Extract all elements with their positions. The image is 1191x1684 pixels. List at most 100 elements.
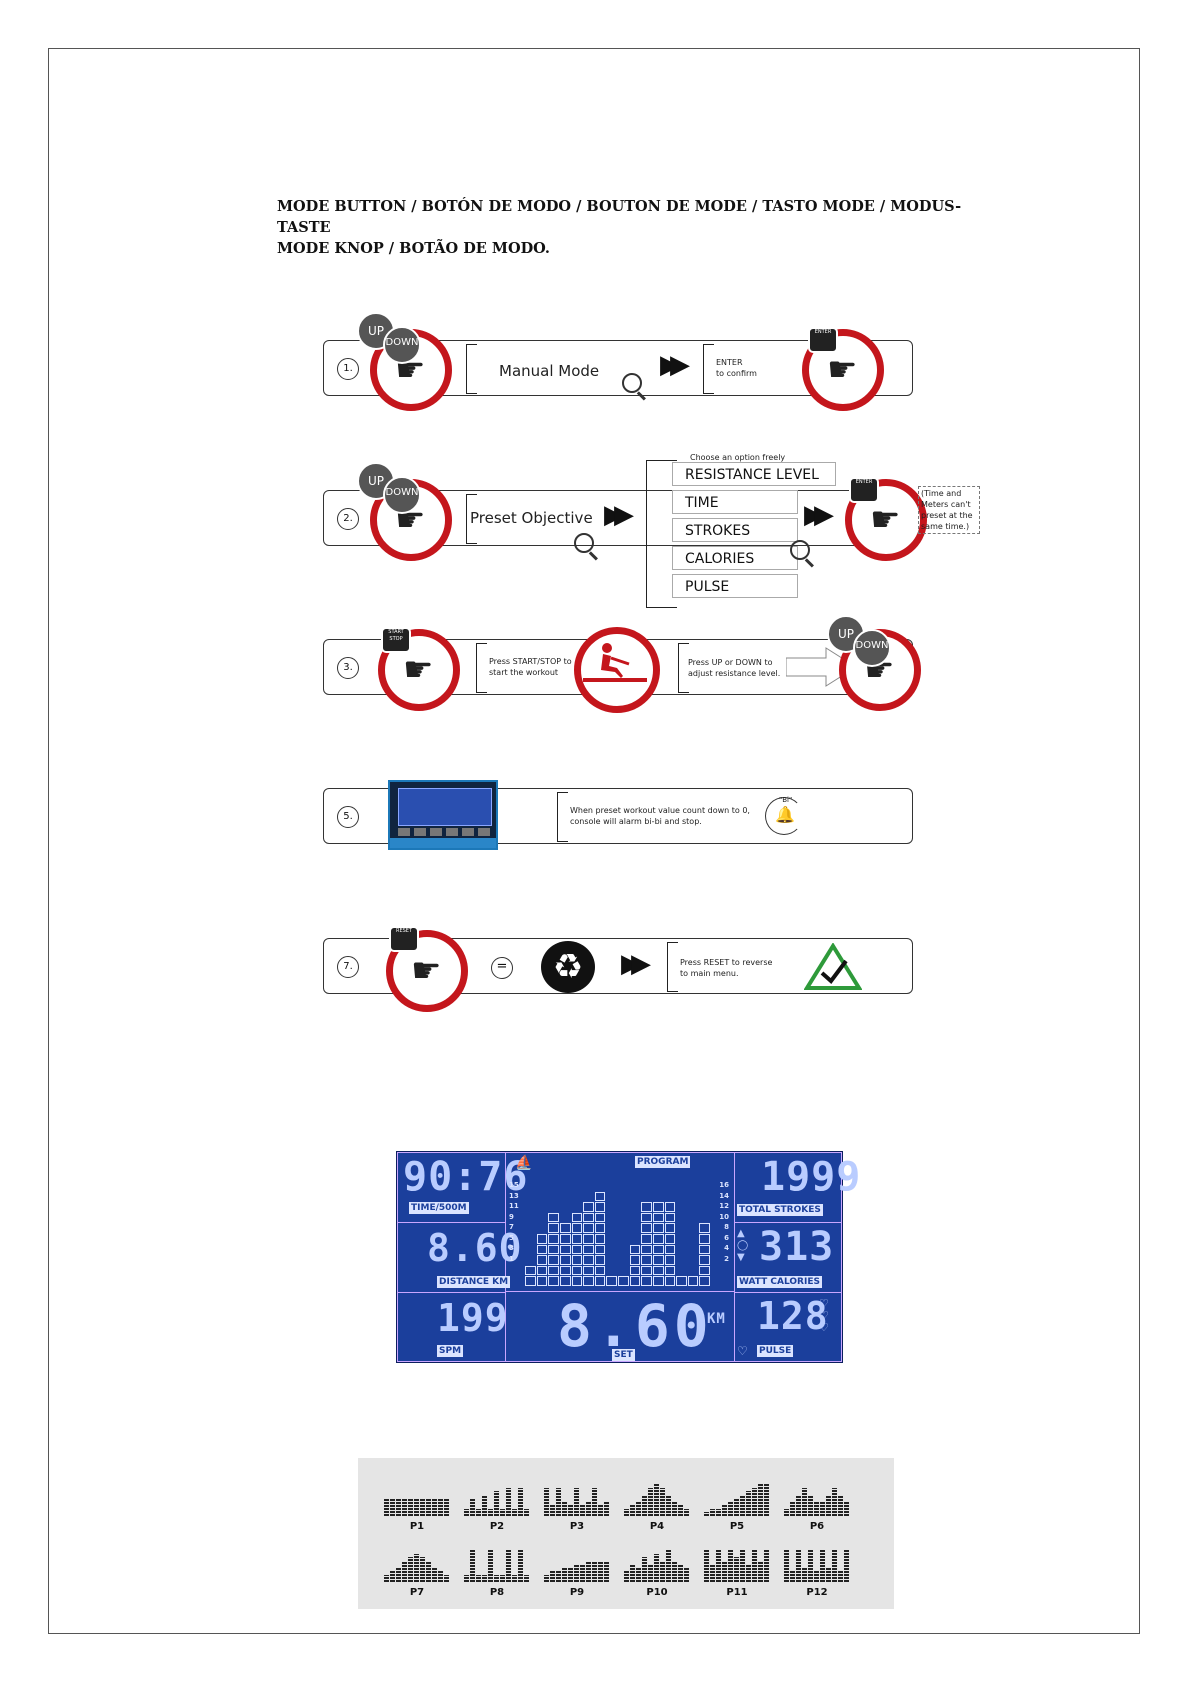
scale-tick: 1 <box>509 1254 514 1263</box>
magnifier-icon <box>790 540 810 560</box>
option-resistance-level[interactable]: RESISTANCE LEVEL <box>672 462 836 486</box>
program-bars <box>624 1550 690 1582</box>
profile-cell <box>583 1234 594 1244</box>
program-bar <box>550 1505 555 1516</box>
program-bars <box>704 1550 770 1582</box>
program-bar <box>808 1494 813 1516</box>
program-profile-p4: P4 <box>624 1480 694 1532</box>
profile-cell <box>571 1255 583 1265</box>
program-bar <box>746 1564 751 1582</box>
profile-cell <box>629 1276 641 1286</box>
profile-cell <box>652 1234 664 1244</box>
profile-cell <box>536 1276 548 1286</box>
program-label: P6 <box>809 1521 825 1532</box>
profile-cell <box>583 1265 594 1276</box>
program-bar <box>722 1505 727 1516</box>
profile-cell <box>641 1212 652 1223</box>
center-label: SET <box>612 1349 635 1361</box>
enter-button-icon: ENTER <box>849 477 879 503</box>
time-value: 90:76 <box>403 1154 529 1200</box>
option-strokes[interactable]: STROKES <box>672 518 798 542</box>
program-bar <box>556 1571 561 1582</box>
program-bar <box>604 1501 609 1516</box>
scale-tick: 13 <box>509 1191 519 1200</box>
profile-cell <box>559 1276 571 1286</box>
program-bar <box>464 1508 469 1516</box>
profile-cell <box>583 1202 594 1212</box>
program-bar <box>586 1501 591 1516</box>
program-bar <box>426 1560 431 1582</box>
program-bar <box>746 1491 751 1516</box>
program-bar <box>586 1560 591 1582</box>
bracket <box>703 344 714 394</box>
program-bar <box>574 1564 579 1582</box>
scale-tick: 11 <box>509 1202 519 1210</box>
profile-cell <box>652 1202 664 1212</box>
program-bar <box>384 1498 389 1516</box>
program-bars <box>464 1550 530 1582</box>
enter-button-icon: ENTER <box>808 327 838 353</box>
program-label: PROGRAM <box>635 1156 691 1168</box>
program-bar <box>758 1560 763 1582</box>
program-bar <box>802 1487 807 1516</box>
scale-tick: 16 <box>719 1181 729 1189</box>
program-bar <box>420 1557 425 1582</box>
profile-cell <box>641 1202 652 1212</box>
profile-cell <box>641 1255 652 1265</box>
option-time[interactable]: TIME <box>672 490 798 514</box>
program-bar <box>444 1574 449 1582</box>
page-frame <box>48 48 1140 1634</box>
program-bar <box>654 1484 659 1516</box>
program-bar <box>660 1487 665 1516</box>
program-bar <box>580 1564 585 1582</box>
option-pulse[interactable]: PULSE <box>672 574 798 598</box>
scale-tick: 15 <box>509 1181 519 1189</box>
program-label: P3 <box>569 1521 585 1532</box>
console-lcd-display: 90:76 TIME/500M 8.60 DISTANCE KM 199 SPM… <box>396 1151 860 1363</box>
program-bar <box>764 1550 769 1582</box>
program-bar <box>550 1571 555 1582</box>
profile-cell <box>559 1223 571 1233</box>
profile-cell <box>571 1212 583 1223</box>
profile-cell <box>664 1234 676 1244</box>
profile-cell <box>548 1276 559 1286</box>
program-bar <box>790 1501 795 1516</box>
program-bar <box>820 1501 825 1516</box>
program-label: P5 <box>729 1521 745 1532</box>
option-calories[interactable]: CALORIES <box>672 546 798 570</box>
program-label: P12 <box>806 1587 828 1598</box>
profile-cell <box>618 1276 629 1286</box>
program-profile-p9: P9 <box>544 1546 614 1598</box>
program-bar <box>562 1567 567 1582</box>
program-label: P8 <box>489 1587 505 1598</box>
step-number: 2. <box>337 508 359 530</box>
profile-cell <box>641 1276 652 1286</box>
scale-tick: 7 <box>509 1223 514 1231</box>
spm-value: 199 <box>437 1296 509 1340</box>
program-bar <box>408 1557 413 1582</box>
profile-cell <box>664 1276 676 1286</box>
profile-cell <box>641 1244 652 1255</box>
program-bar <box>408 1498 413 1516</box>
program-bar <box>568 1567 573 1582</box>
program-bar <box>630 1505 635 1516</box>
program-bar <box>598 1560 603 1582</box>
profile-cell <box>664 1212 676 1223</box>
program-bar <box>500 1574 505 1582</box>
adjust-resistance-text: Press UP or DOWN to adjust resistance le… <box>688 658 781 678</box>
profile-cell <box>583 1255 594 1265</box>
double-arrow-icon: ▶▶ <box>660 350 690 380</box>
total-label: TOTAL STROKES <box>737 1204 823 1216</box>
program-bar <box>808 1550 813 1582</box>
section-heading: MODE BUTTON / BOTÓN DE MODO / BOUTON DE … <box>277 196 997 259</box>
program-bar <box>464 1574 469 1582</box>
down-button-icon: DOWN <box>383 476 421 514</box>
profile-cell <box>652 1244 664 1255</box>
program-bar <box>678 1505 683 1516</box>
bell-icon: 🔔 <box>775 805 795 824</box>
profile-cell <box>652 1212 664 1223</box>
profile-cell <box>594 1202 606 1212</box>
profile-cell <box>548 1212 559 1223</box>
profile-cell <box>594 1276 606 1286</box>
